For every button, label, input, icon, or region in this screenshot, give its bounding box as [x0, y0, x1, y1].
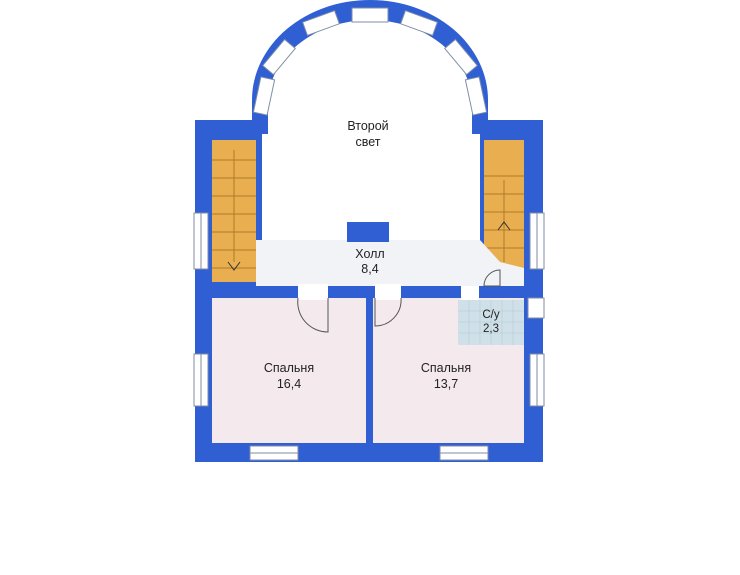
second-light-void: [268, 20, 472, 241]
second-light-void-right: [470, 134, 480, 240]
bedroom-right-label: Спальня: [421, 361, 471, 375]
bedroom-right-door-opening: [375, 284, 401, 300]
hall-area: 8,4: [361, 262, 378, 276]
bedroom-right-door-swing: [374, 297, 402, 327]
stairs-left-arrow: [227, 261, 241, 271]
bay-windows: [252, 7, 488, 116]
bedroom-left-floor: [212, 298, 366, 443]
second-light-label-2: свет: [355, 135, 380, 149]
second-light-label-1: Второй: [347, 119, 388, 133]
bedroom-left-label: Спальня: [264, 361, 314, 375]
stairs-right-treads: [484, 175, 524, 262]
wc-area: 2,3: [483, 323, 499, 335]
hall-label: Холл: [355, 247, 384, 261]
bedroom-left-door-opening: [298, 284, 328, 300]
hall-floor: [256, 240, 524, 286]
wc-door-opening: [461, 286, 479, 300]
bedroom-left-door-swing: [297, 297, 329, 333]
wc-label: С/у: [482, 309, 500, 321]
stairs-right-arrow: [497, 221, 511, 231]
second-light-void-left: [262, 134, 272, 240]
stairs-left-treads: [212, 150, 256, 269]
hall-column: [347, 222, 389, 242]
bedroom-right-area: 13,7: [434, 377, 458, 391]
wc-tiles: [458, 300, 524, 345]
bedroom-left-area: 16,4: [277, 377, 301, 391]
hall-door-swing: [483, 269, 501, 287]
window-mullions: [200, 213, 538, 454]
